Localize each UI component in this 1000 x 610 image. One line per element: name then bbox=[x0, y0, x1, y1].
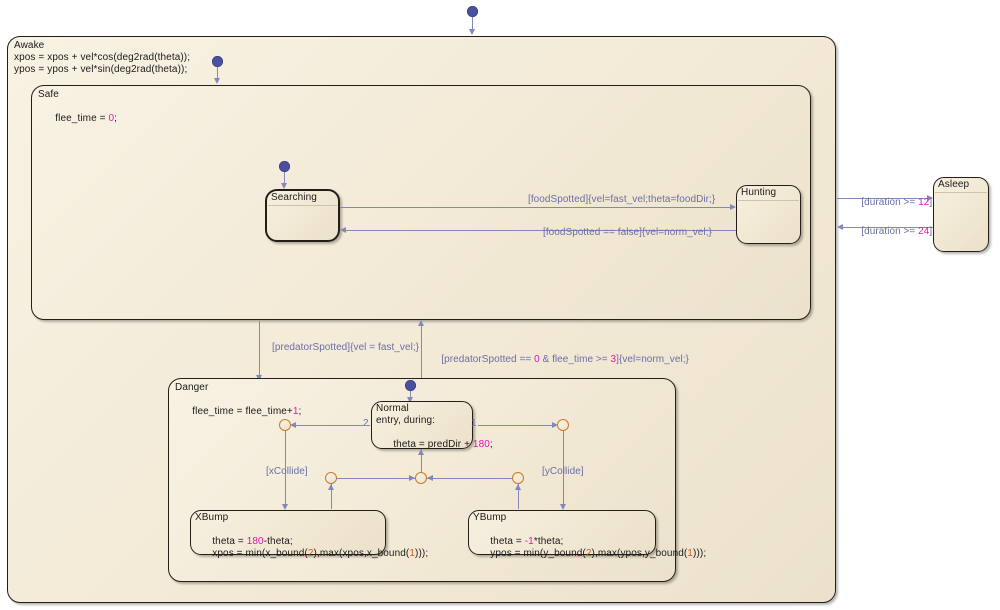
state-xbump-label: XBump bbox=[195, 512, 229, 523]
junction-x-left[interactable] bbox=[279, 419, 291, 431]
transition-line-normal-center-junction bbox=[421, 449, 422, 473]
state-danger-action-1: flee_time = flee_time+1; bbox=[192, 406, 302, 418]
state-safe-action-1: flee_time = 0; bbox=[55, 113, 118, 125]
state-xbump-action-1: theta = 180-theta; bbox=[212, 536, 293, 548]
transition-line-xbump-return-up bbox=[331, 484, 332, 509]
arrowhead-searching-default bbox=[281, 183, 287, 189]
junction-ybump-return[interactable] bbox=[512, 472, 524, 484]
transition-order-normal-left: 2 bbox=[363, 418, 369, 429]
arrowhead-xbump-return-up bbox=[328, 484, 334, 490]
transition-line-ybump-return-up bbox=[518, 484, 519, 509]
transition-line-normal-left-junction bbox=[296, 425, 370, 426]
junction-y-right[interactable] bbox=[557, 419, 569, 431]
default-transition-dot-awake bbox=[467, 6, 478, 17]
state-xbump-action-2: xpos = min(x_bound(2),max(xpos,x_bound(1… bbox=[212, 548, 429, 560]
transition-line-hunting-searching bbox=[346, 230, 736, 231]
arrowhead-asleep-awake bbox=[837, 224, 843, 230]
transition-label-hunting-searching: [foodSpotted == false]{vel=norm_vel;} bbox=[543, 227, 712, 238]
transition-line-danger-safe bbox=[421, 325, 422, 380]
transition-label-awake-asleep: [duration >= 12] bbox=[861, 197, 933, 208]
state-awake-label: Awake bbox=[14, 40, 45, 51]
state-ybump[interactable]: YBump theta = -1*theta; ypos = min(y_bou… bbox=[468, 510, 706, 559]
state-safe[interactable]: Safe flee_time = 0; bbox=[31, 85, 811, 320]
transition-line-awake-asleep bbox=[837, 198, 927, 199]
transition-label-safe-danger: [predatorSpotted]{vel = fast_vel;} bbox=[272, 342, 420, 353]
default-transition-line-normal bbox=[410, 391, 411, 399]
arrowhead-xbump-return-center bbox=[409, 475, 415, 481]
state-awake-action-1: xpos = xpos + vel*cos(deg2rad(theta)); bbox=[14, 52, 191, 63]
state-normal-action-2: theta = predDir + 180; bbox=[393, 439, 493, 451]
transition-line-asleep-awake bbox=[843, 227, 933, 228]
default-transition-line-searching bbox=[284, 172, 285, 184]
arrowhead-ybump-return-up bbox=[515, 484, 521, 490]
state-hunting[interactable]: Hunting bbox=[736, 185, 801, 244]
transition-label-asleep-awake: [duration >= 24] bbox=[861, 226, 933, 237]
arrowhead-awake-default bbox=[469, 29, 475, 35]
arrowhead-hunting-searching bbox=[340, 227, 346, 233]
transition-label-xcollide: [xCollide] bbox=[266, 466, 308, 477]
state-safe-label: Safe bbox=[38, 89, 59, 100]
state-hunting-title-divider bbox=[738, 200, 799, 201]
arrowhead-safe-default bbox=[214, 78, 220, 84]
transition-label-ycollide: [yCollide] bbox=[542, 466, 584, 477]
state-ybump-action-2: ypos = min(y_bound(2),max(ypos,y_bound(1… bbox=[490, 548, 707, 560]
transition-line-ybump-return-center bbox=[427, 478, 512, 479]
transition-line-ycollide bbox=[563, 431, 564, 506]
arrowhead-ybump-return-center bbox=[427, 475, 433, 481]
transition-label-danger-safe: [predatorSpotted == 0 & flee_time >= 3]{… bbox=[441, 354, 689, 365]
transition-line-xcollide bbox=[285, 431, 286, 506]
transition-order-normal-right: 1 bbox=[471, 418, 477, 429]
state-awake-action-2: ypos = ypos + vel*sin(deg2rad(theta)); bbox=[14, 64, 188, 75]
default-transition-dot-normal bbox=[405, 380, 416, 391]
transition-line-xbump-return-center bbox=[337, 478, 415, 479]
transition-line-normal-right-junction bbox=[478, 425, 552, 426]
state-normal[interactable]: Normal entry, during: theta = predDir + … bbox=[371, 401, 493, 450]
state-hunting-label: Hunting bbox=[741, 187, 777, 198]
arrowhead-normal-right-junction bbox=[552, 422, 558, 428]
junction-xbump-return[interactable] bbox=[325, 472, 337, 484]
state-normal-action-1: entry, during: bbox=[376, 415, 436, 426]
state-asleep-label: Asleep bbox=[938, 179, 970, 190]
state-ybump-action-1: theta = -1*theta; bbox=[490, 536, 564, 548]
arrowhead-normal-left-junction bbox=[290, 422, 296, 428]
arrowhead-danger-safe bbox=[418, 320, 424, 326]
transition-label-searching-hunting: [foodSpotted]{vel=fast_vel;theta=foodDir… bbox=[528, 194, 716, 205]
state-asleep-title-divider bbox=[935, 192, 987, 193]
arrowhead-ycollide bbox=[560, 504, 566, 510]
default-transition-line-safe bbox=[217, 67, 218, 80]
arrowhead-awake-asleep bbox=[927, 195, 933, 201]
state-asleep[interactable]: Asleep bbox=[933, 177, 989, 252]
default-transition-dot-searching bbox=[279, 161, 290, 172]
state-searching-label: Searching bbox=[271, 192, 317, 203]
state-searching[interactable]: Searching bbox=[265, 189, 340, 242]
state-normal-label: Normal bbox=[376, 403, 409, 414]
arrowhead-searching-hunting bbox=[730, 204, 736, 210]
junction-center[interactable] bbox=[415, 472, 427, 484]
transition-line-searching-hunting bbox=[340, 207, 730, 208]
arrowhead-normal-default bbox=[407, 397, 413, 403]
default-transition-line-awake bbox=[472, 17, 473, 31]
arrowhead-normal-center bbox=[418, 449, 424, 455]
state-ybump-label: YBump bbox=[473, 512, 507, 523]
transition-line-safe-danger bbox=[259, 321, 260, 378]
arrowhead-xcollide bbox=[282, 504, 288, 510]
state-xbump[interactable]: XBump theta = 180-theta; xpos = min(x_bo… bbox=[190, 510, 428, 559]
state-danger-label: Danger bbox=[175, 382, 209, 393]
default-transition-dot-safe bbox=[212, 56, 223, 67]
state-searching-title-divider bbox=[268, 205, 337, 206]
